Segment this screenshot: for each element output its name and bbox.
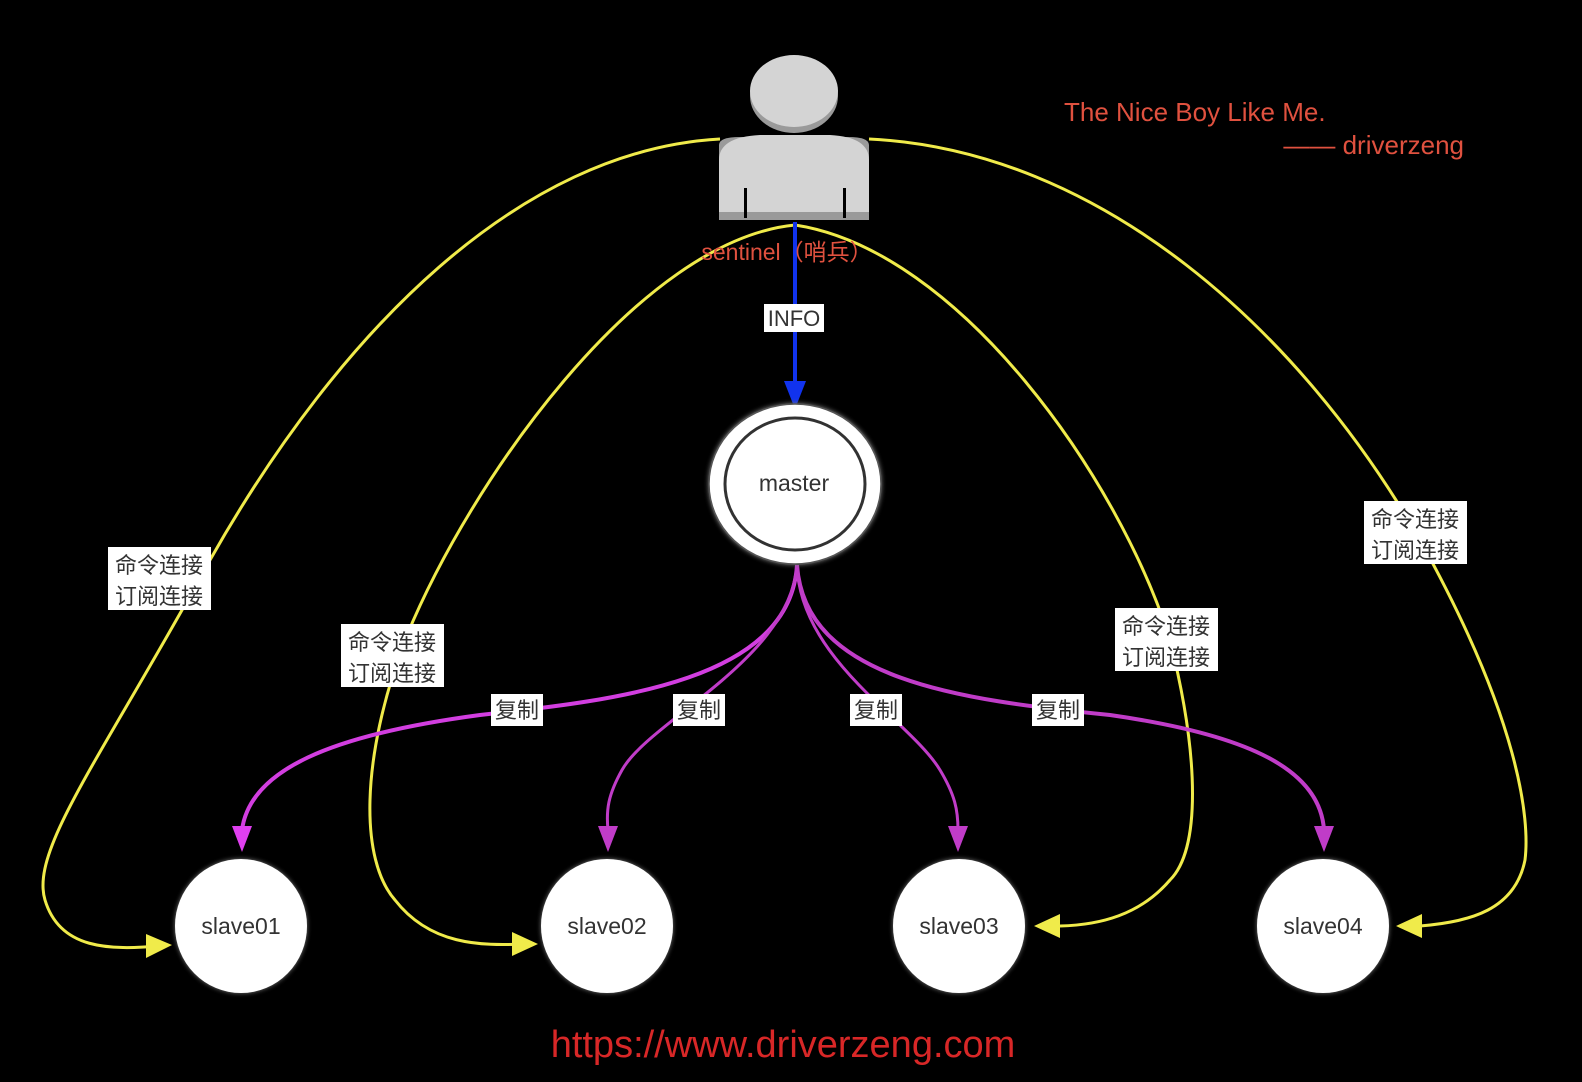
replication-labels: 复制 复制 复制 复制: [491, 694, 1084, 726]
sentinel-label: sentinel（哨兵）: [701, 239, 872, 265]
master-node[interactable]: [708, 403, 882, 565]
slave-node-slave02[interactable]: [541, 859, 673, 993]
slave-label: slave03: [919, 913, 998, 939]
connection-label-line1: 命令连接: [1122, 615, 1210, 640]
replication-label: 复制: [495, 699, 539, 724]
sentinel-edge-slave04: [868, 137, 1528, 928]
connection-label-line2: 订阅连接: [1122, 646, 1210, 671]
sentinel-edge-slave02: [368, 223, 796, 947]
replication-label: 复制: [854, 699, 898, 724]
slave-label: slave01: [201, 913, 280, 939]
slave-label: slave04: [1283, 913, 1362, 939]
sentinel-edge-slave01: [41, 137, 721, 950]
master-label: master: [759, 470, 830, 496]
connection-label-line1: 命令连接: [1371, 508, 1459, 533]
replication-edges: [232, 564, 1334, 852]
slave-node-slave01[interactable]: [175, 859, 307, 993]
arrowhead-slave03: [1034, 914, 1060, 938]
replication-edge-slave04: [795, 564, 1326, 831]
caption-line1: The Nice Boy Like Me.: [1064, 97, 1326, 127]
replication-edge-slave01: [240, 564, 799, 831]
sentinel-node[interactable]: sentinel（哨兵）: [701, 55, 873, 265]
caption-line2: —— driverzeng: [1283, 130, 1464, 160]
arrowhead-rep-slave02: [598, 826, 618, 852]
slave-node-slave04[interactable]: [1257, 859, 1389, 993]
info-label: INFO: [768, 306, 821, 331]
arrowhead-rep-slave03: [948, 826, 968, 852]
slave-nodes: slave01 slave02 slave03 slave04: [175, 859, 1389, 993]
watermark-url[interactable]: https://www.driverzeng.com: [551, 1024, 1016, 1066]
replication-edge-slave02: [605, 564, 799, 831]
arrowhead-slave02: [512, 932, 538, 956]
replication-edge-slave03: [795, 564, 960, 831]
person-icon: [719, 55, 869, 220]
connection-label-line2: 订阅连接: [115, 585, 203, 610]
connection-label-line1: 命令连接: [115, 554, 203, 579]
replication-label: 复制: [1036, 699, 1080, 724]
connection-label-line2: 订阅连接: [1371, 539, 1459, 564]
replication-label: 复制: [677, 699, 721, 724]
connection-label-line1: 命令连接: [348, 631, 436, 656]
arrowhead-slave04: [1396, 914, 1422, 938]
info-arrowhead: [784, 381, 806, 409]
info-label-box: [764, 304, 824, 332]
slave-label: slave02: [567, 913, 646, 939]
arrowhead-slave01: [146, 934, 172, 958]
sentinel-edge-slave03: [794, 223, 1194, 928]
arrowhead-rep-slave04: [1314, 826, 1334, 852]
sentinel-edges: [41, 137, 1528, 958]
arrowhead-rep-slave01: [232, 826, 252, 852]
connection-label-line2: 订阅连接: [348, 662, 436, 687]
sentinel-edge-labels: 命令连接 订阅连接 命令连接 订阅连接 命令连接 订阅连接 命令连接 订阅连接: [108, 501, 1467, 687]
slave-node-slave03[interactable]: [893, 859, 1025, 993]
caption: The Nice Boy Like Me. —— driverzeng: [1064, 97, 1464, 160]
info-edge: INFO: [764, 222, 824, 409]
